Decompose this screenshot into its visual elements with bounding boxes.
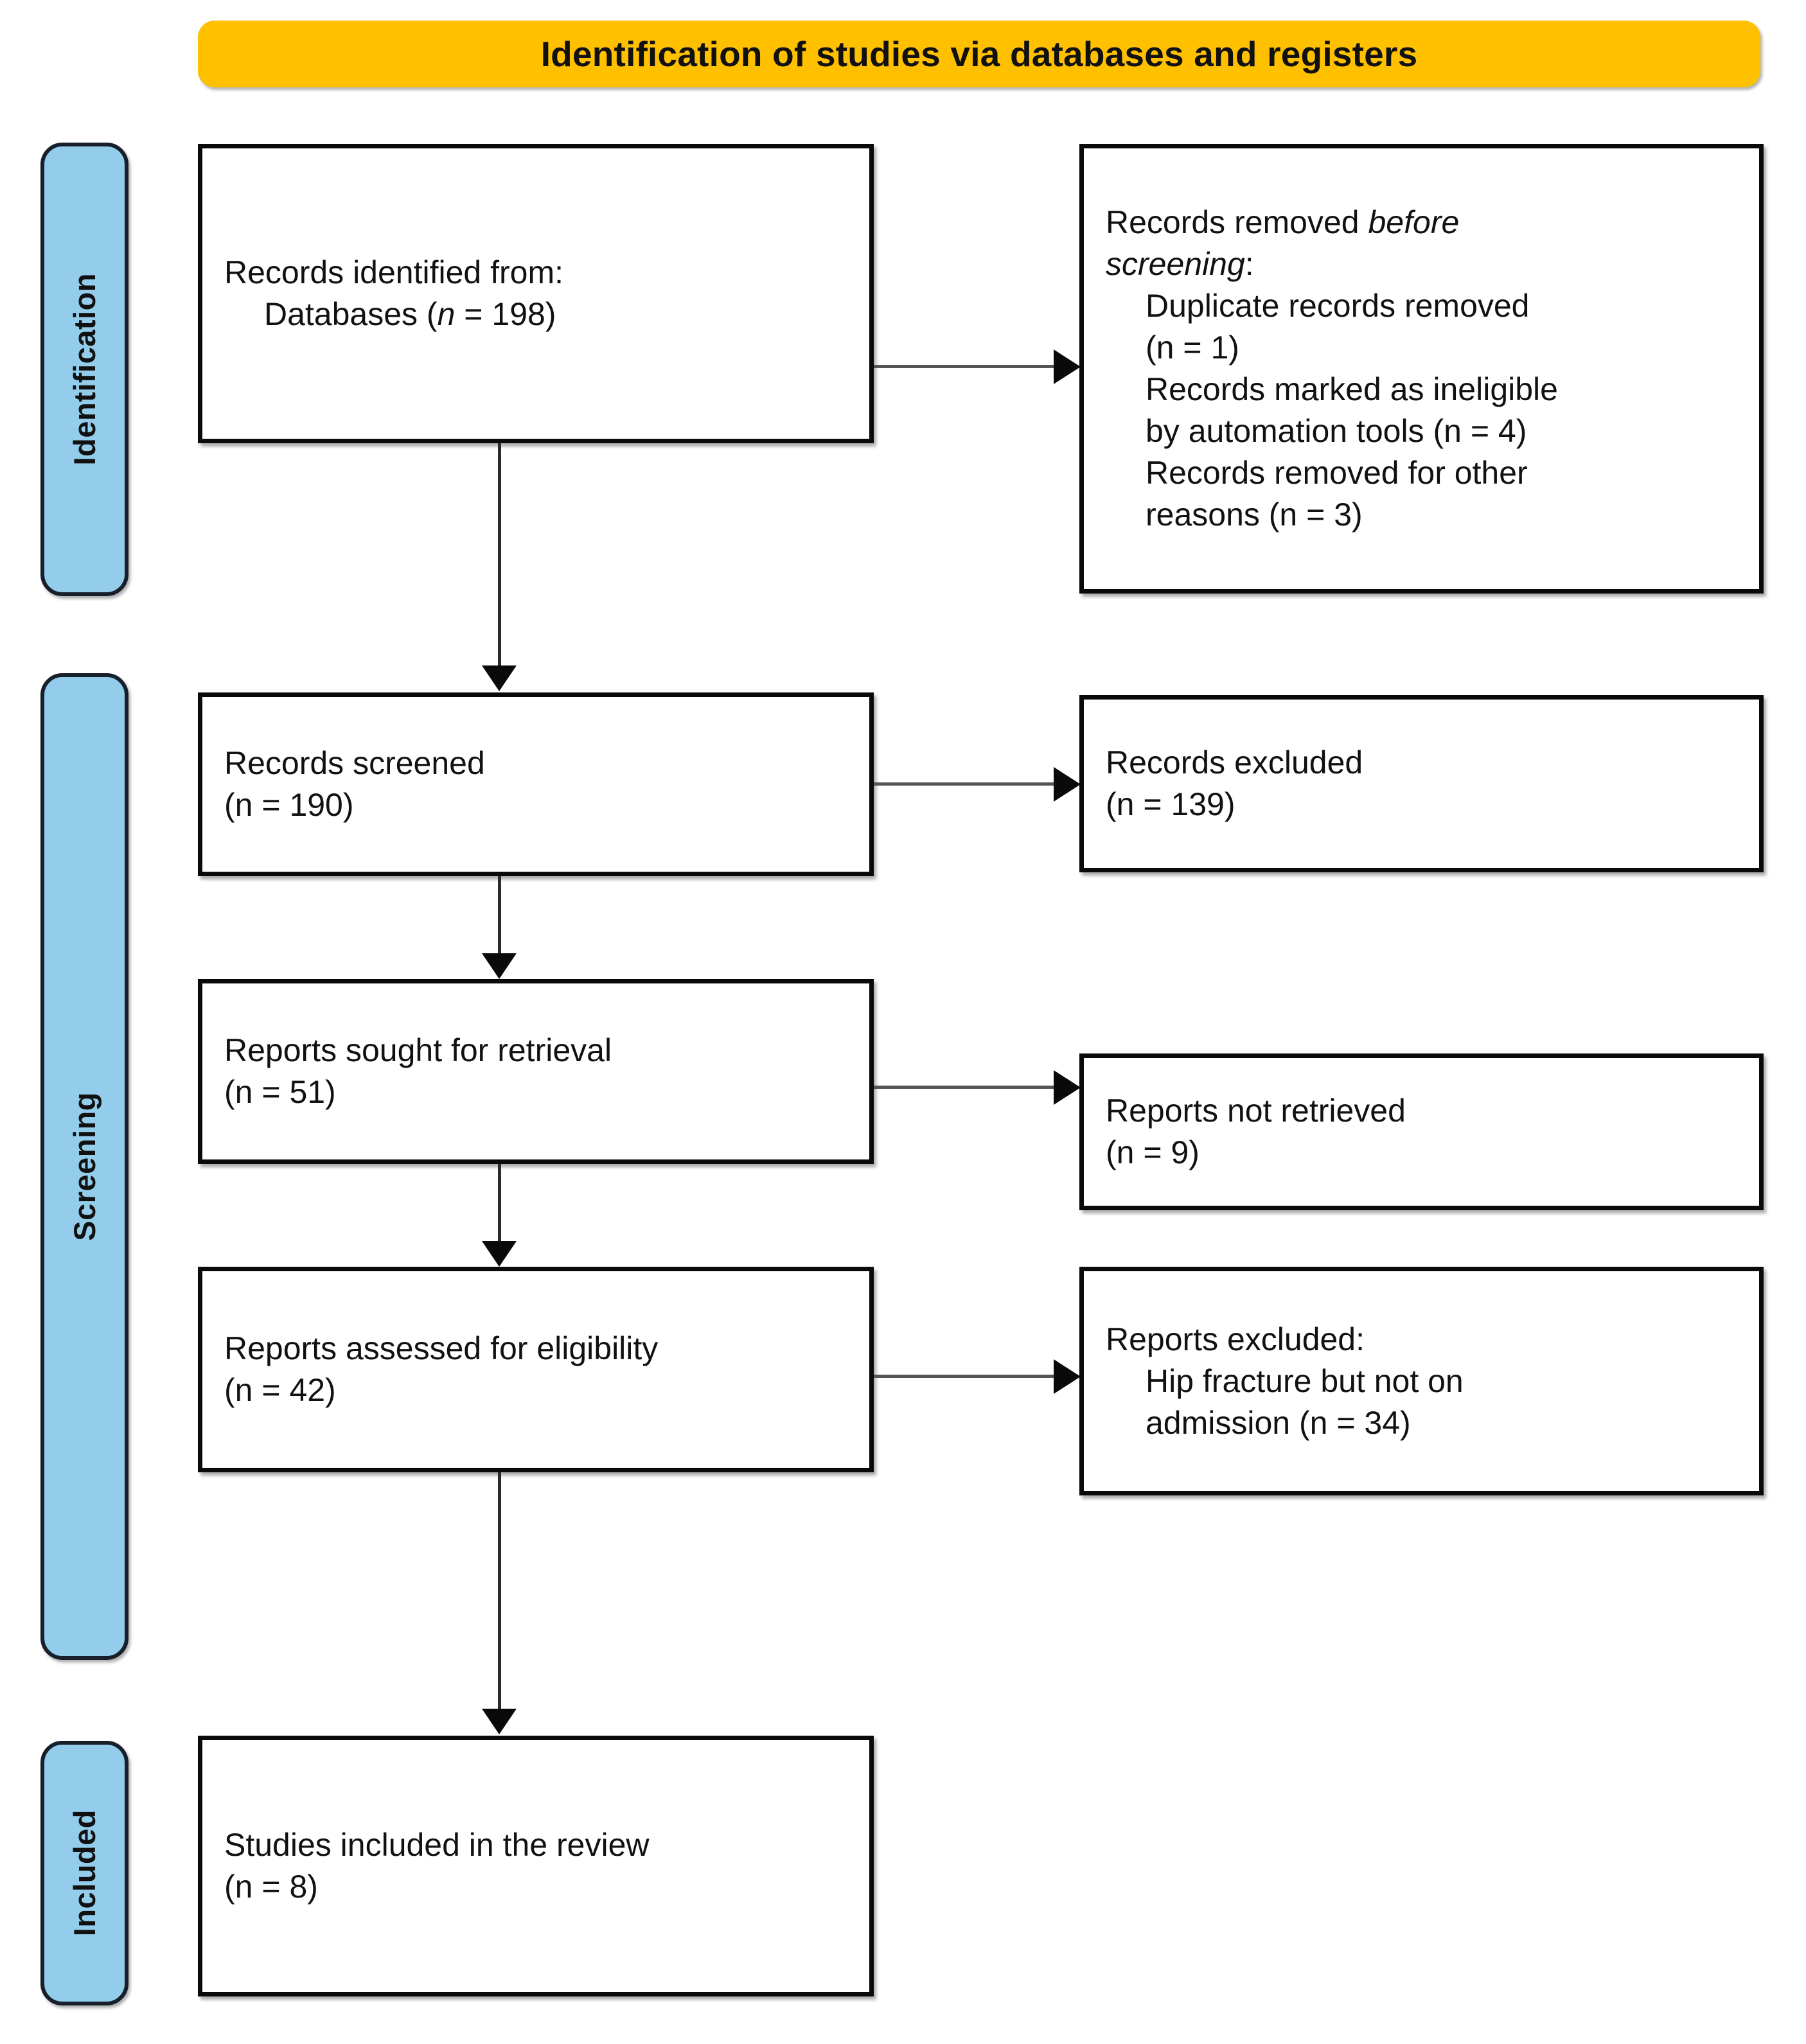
arrow-head-right-icon xyxy=(1054,1070,1081,1105)
reports-assessed-line1: Reports assessed for eligibility xyxy=(224,1330,659,1366)
records-removed-line2: screening: xyxy=(1106,243,1737,285)
databases-count: = 198) xyxy=(455,296,556,332)
box-reports-sought-for-retrieval: Reports sought for retrieval (n = 51) xyxy=(198,979,874,1164)
colon: : xyxy=(1244,246,1254,282)
page-title: Identification of studies via databases … xyxy=(540,34,1418,74)
connector-line xyxy=(498,1472,501,1711)
connector-line xyxy=(874,782,1055,786)
removed-item-other-b: reasons (n = 3) xyxy=(1146,497,1363,533)
stage-label-included: Included xyxy=(40,1741,128,2005)
records-excluded-line2: (n = 139) xyxy=(1106,786,1235,822)
stage-label-screening-text: Screening xyxy=(67,1092,102,1241)
records-removed-line1: Records removed before xyxy=(1106,202,1737,243)
removed-item-duplicates-count: (n = 1) xyxy=(1146,330,1239,366)
screening-italic: screening xyxy=(1106,246,1245,282)
studies-included-line1: Studies included in the review xyxy=(224,1827,650,1863)
arrow-head-down-icon xyxy=(482,1709,517,1734)
removed-item-ineligible-a: Records marked as ineligible xyxy=(1146,371,1558,407)
box-reports-assessed-for-eligibility: Reports assessed for eligibility (n = 42… xyxy=(198,1267,874,1472)
box-records-excluded: Records excluded (n = 139) xyxy=(1079,695,1764,872)
stage-label-screening: Screening xyxy=(40,673,128,1660)
records-excluded-line1: Records excluded xyxy=(1106,744,1363,780)
arrow-head-down-icon xyxy=(482,1241,517,1267)
reports-sought-line1: Reports sought for retrieval xyxy=(224,1032,612,1068)
removed-item-other-a: Records removed for other xyxy=(1146,455,1528,491)
connector-line xyxy=(498,876,501,955)
arrow-head-down-icon xyxy=(482,953,517,979)
connector-line xyxy=(874,1086,1055,1089)
connector-line xyxy=(498,1164,501,1242)
reports-excluded-line1: Reports excluded: xyxy=(1106,1321,1365,1357)
records-screened-line2: (n = 190) xyxy=(224,787,354,823)
box-records-removed-before-screening: Records removed before screening: Duplic… xyxy=(1079,144,1764,594)
box-reports-excluded: Reports excluded: Hip fracture but not o… xyxy=(1079,1267,1764,1495)
records-identified-line2: Databases (n = 198) xyxy=(224,294,847,335)
arrow-head-right-icon xyxy=(1054,349,1081,384)
before-italic: before xyxy=(1368,204,1460,240)
removed-item-ineligible-b: by automation tools (n = 4) xyxy=(1146,413,1527,449)
diagram-header-banner: Identification of studies via databases … xyxy=(198,21,1760,87)
reports-not-retrieved-line1: Reports not retrieved xyxy=(1106,1093,1406,1129)
n-italic: n xyxy=(437,296,456,332)
stage-label-identification: Identification xyxy=(40,143,128,596)
arrow-head-right-icon xyxy=(1054,767,1081,802)
reports-excluded-reason-a: Hip fracture but not on xyxy=(1146,1362,1464,1399)
records-identified-line1: Records identified from: xyxy=(224,254,564,290)
box-reports-not-retrieved: Reports not retrieved (n = 9) xyxy=(1079,1053,1764,1210)
records-screened-line1: Records screened xyxy=(224,745,485,781)
stage-label-identification-text: Identification xyxy=(67,273,102,466)
reports-excluded-reason-b: admission (n = 34) xyxy=(1146,1404,1411,1441)
box-studies-included: Studies included in the review (n = 8) xyxy=(198,1736,874,1996)
connector-line xyxy=(874,365,1055,368)
box-records-identified: Records identified from: Databases (n = … xyxy=(198,144,874,443)
records-removed-label: Records removed xyxy=(1106,204,1368,240)
reports-sought-line2: (n = 51) xyxy=(224,1074,336,1110)
reports-not-retrieved-line2: (n = 9) xyxy=(1106,1134,1200,1170)
connector-line xyxy=(874,1375,1055,1378)
removed-item-duplicates: Duplicate records removed xyxy=(1146,288,1530,324)
arrow-head-right-icon xyxy=(1054,1359,1081,1394)
box-records-screened: Records screened (n = 190) xyxy=(198,692,874,876)
connector-line xyxy=(498,443,501,667)
databases-label: Databases ( xyxy=(264,296,438,332)
reports-assessed-line2: (n = 42) xyxy=(224,1372,336,1408)
arrow-head-down-icon xyxy=(482,665,517,691)
studies-included-line2: (n = 8) xyxy=(224,1869,318,1905)
stage-label-included-text: Included xyxy=(67,1810,102,1937)
